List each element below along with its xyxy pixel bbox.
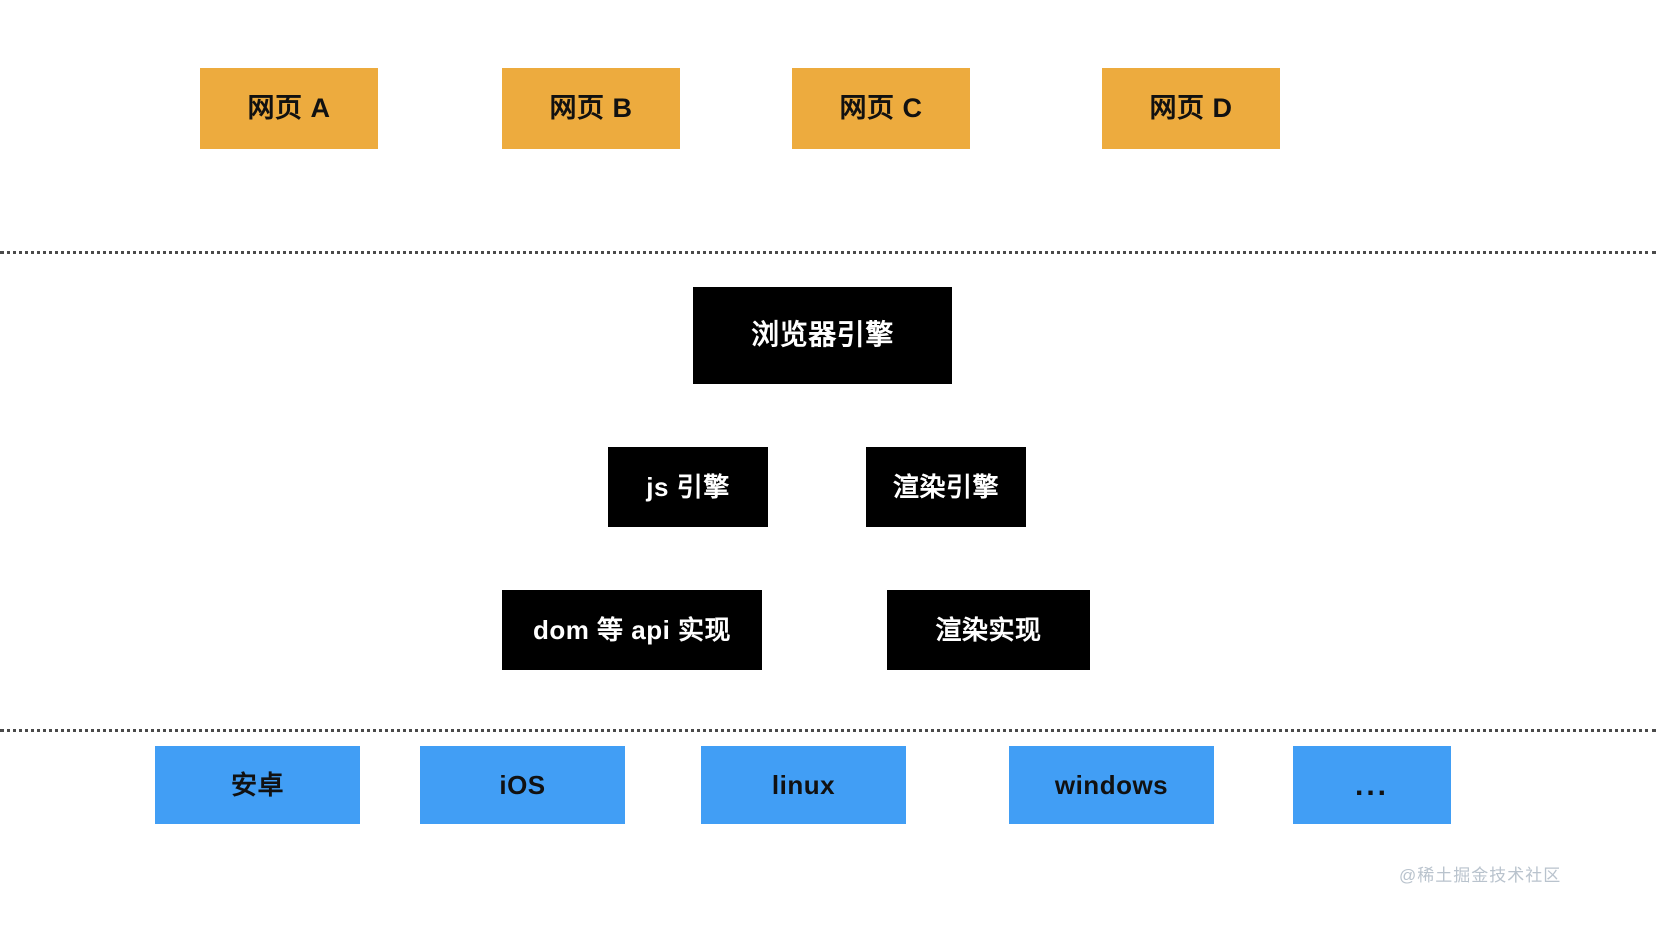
os-box-more-label: ... <box>1354 768 1389 802</box>
divider-engine-os <box>0 729 1656 732</box>
divider-webpage-engine <box>0 251 1656 254</box>
js-engine-label: js 引擎 <box>646 471 730 502</box>
dom-api-implementation-box[interactable]: dom 等 api 实现 <box>502 590 762 670</box>
os-box-linux-label: linux <box>771 769 836 800</box>
watermark: @稀土掘金技术社区 <box>1399 866 1562 885</box>
browser-engine-box[interactable]: 浏览器引擎 <box>693 287 952 384</box>
os-box-more[interactable]: ... <box>1293 746 1451 824</box>
os-box-linux[interactable]: linux <box>701 746 906 824</box>
os-box-android-label: 安卓 <box>230 769 284 800</box>
render-implementation-label: 渲染实现 <box>935 614 1042 645</box>
render-engine-label: 渲染引擎 <box>892 471 999 502</box>
webpage-box-a[interactable]: 网页 A <box>200 68 378 149</box>
os-box-android[interactable]: 安卓 <box>155 746 360 824</box>
dom-api-implementation-label: dom 等 api 实现 <box>532 614 732 645</box>
webpage-box-d-label: 网页 D <box>1149 92 1233 123</box>
js-engine-box[interactable]: js 引擎 <box>608 447 768 527</box>
render-implementation-box[interactable]: 渲染实现 <box>887 590 1090 670</box>
webpage-box-c-label: 网页 C <box>839 92 923 123</box>
webpage-box-b[interactable]: 网页 B <box>502 68 680 149</box>
webpage-box-a-label: 网页 A <box>247 92 331 123</box>
browser-engine-label: 浏览器引擎 <box>751 319 894 351</box>
os-box-ios[interactable]: iOS <box>420 746 625 824</box>
os-box-windows[interactable]: windows <box>1009 746 1214 824</box>
webpage-box-b-label: 网页 B <box>549 92 633 123</box>
render-engine-box[interactable]: 渲染引擎 <box>866 447 1026 527</box>
webpage-box-d[interactable]: 网页 D <box>1102 68 1280 149</box>
webpage-box-c[interactable]: 网页 C <box>792 68 970 149</box>
os-box-ios-label: iOS <box>499 769 546 800</box>
os-box-windows-label: windows <box>1054 769 1169 800</box>
